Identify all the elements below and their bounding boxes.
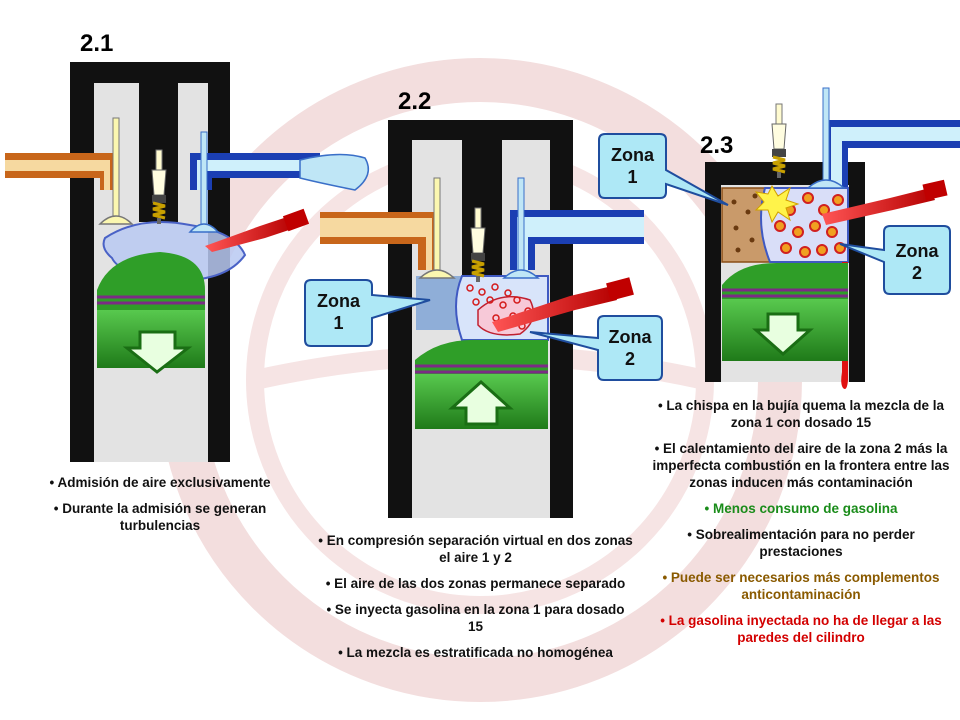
bullet-item: • La chispa en la bujía quema la mezcla … — [657, 398, 945, 430]
down-arrow-icon — [752, 312, 814, 357]
callout-zone-2-bubble — [839, 225, 951, 295]
panel-2-1 — [5, 62, 370, 462]
panel-2-2-bullets: • En compresión separación virtual en do… — [318, 532, 633, 670]
exhaust-valve — [806, 87, 846, 189]
panel-2-3 — [598, 87, 960, 389]
bullet-item: • El aire de las dos zonas permanece sep… — [325, 576, 626, 591]
panel-2-1-bullets: • Admisión de aire exclusivamente • Dura… — [20, 474, 300, 543]
exhaust-valve — [188, 131, 220, 233]
up-arrow-icon — [448, 379, 514, 426]
callout-zone-2-label: Zona 2 — [895, 241, 939, 283]
intake-valve — [418, 177, 456, 279]
panel-title-2-2: 2.2 — [398, 88, 432, 115]
bullet-item: • El calentamiento del aire de la zona 2… — [652, 441, 950, 490]
bullet-item: • La gasolina inyectada no ha de llegar … — [660, 613, 942, 645]
bullet-item: • Sobrealimentación para no perder prest… — [687, 527, 915, 559]
bullet-item: • Puede ser necesarios más complementos … — [662, 570, 940, 602]
exhaust-valve — [502, 177, 540, 279]
intake-valve — [98, 117, 134, 225]
bullet-item: • La mezcla es estratificada no homogéne… — [338, 645, 613, 660]
bullet-item: • Menos consumo de gasolina — [704, 501, 898, 516]
callout-zone-2-label: Zona 2 — [608, 327, 652, 369]
callout-zone-1-label: Zona 1 — [611, 145, 654, 187]
panel-title-2-1: 2.1 — [80, 30, 114, 57]
callout-zone-1-label: Zona 1 — [317, 291, 360, 333]
spark-flash — [754, 184, 800, 224]
bullet-item: • Durante la admisión se generan turbule… — [53, 501, 267, 533]
bullet-item: • Admisión de aire exclusivamente — [49, 475, 271, 490]
panel-2-2 — [304, 120, 663, 518]
callout-zone-1-bubble — [304, 279, 431, 347]
injector — [492, 277, 634, 332]
intake-pipe — [5, 153, 118, 190]
callout-zone-2-bubble — [529, 315, 663, 381]
bullet-item: • Se inyecta gasolina en la zona 1 para … — [326, 602, 625, 634]
panel-title-2-3: 2.3 — [700, 132, 734, 159]
injector — [205, 208, 310, 252]
panel-2-3-bullets: • La chispa en la bujía quema la mezcla … — [645, 397, 957, 655]
injector — [822, 179, 948, 225]
callout-zone-1-bubble — [598, 133, 729, 206]
down-arrow-icon — [122, 330, 193, 374]
bullet-item: • En compresión separación virtual en do… — [318, 533, 633, 565]
